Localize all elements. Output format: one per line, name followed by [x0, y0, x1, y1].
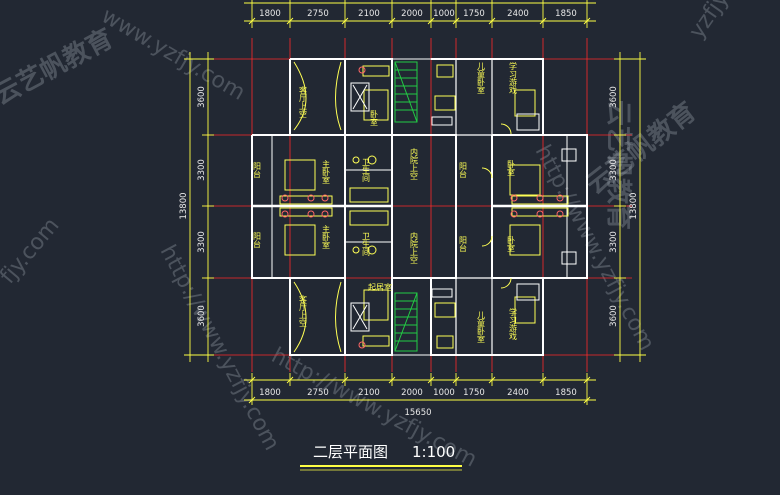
dim-right-3: 3300 [609, 231, 619, 253]
walls [251, 58, 588, 356]
dim-right-2: 3300 [609, 159, 619, 181]
label-balcony-left-bottom: 阳台 [253, 232, 262, 249]
watermark-url-1: www.yzfjy.com [97, 4, 249, 106]
dimension-texts-right: 3600 3300 3300 3600 13800 [609, 86, 639, 327]
drawing-title: 二层平面图 1:100 [300, 443, 462, 471]
furniture-white [350, 82, 577, 332]
dim-top-1: 1800 [259, 9, 281, 19]
label-courtyard-void-top: 内院上空 [410, 147, 419, 180]
label-master-bedroom-top: 主卧室 [322, 159, 331, 184]
dim-bottom-5: 1000 [433, 388, 455, 398]
dim-top-8: 1850 [555, 9, 577, 19]
dim-top-7: 2400 [507, 9, 529, 19]
dimension-texts-bottom: 1800 2750 2100 2000 1000 1750 2400 1850 … [259, 388, 577, 418]
watermark-url-4: yzfjy.com [684, 0, 763, 43]
label-study-bottom: 学习游戏 [509, 307, 518, 341]
dimension-texts-left: 3600 3300 3300 3600 13800 [179, 86, 207, 327]
dim-top-4: 2000 [401, 9, 423, 19]
label-balcony-right-top: 阳台 [459, 162, 468, 179]
dim-bottom-3: 2100 [358, 388, 380, 398]
watermark-url-5: fjy.com [0, 213, 65, 289]
label-bath-top: 卫生间 [362, 158, 371, 183]
dim-bottom-2: 2750 [307, 388, 329, 398]
dim-bottom-4: 2000 [401, 388, 423, 398]
label-bedroom-right-top: 卧室 [507, 160, 516, 176]
watermark-brand-2: 云艺帆教育 [580, 96, 702, 200]
label-child-bedroom-top: 儿童卧室 [477, 62, 486, 94]
dim-bottom-7: 2400 [507, 388, 529, 398]
dim-left-2: 3300 [197, 159, 207, 181]
dim-right-total: 13800 [629, 192, 639, 219]
watermark-url-2: http://www.yzfjy.com [155, 241, 284, 455]
fixtures [279, 61, 569, 353]
dim-bottom-1: 1800 [259, 388, 281, 398]
column-markers [281, 66, 564, 349]
label-living-void-top: 客厅上空 [299, 85, 308, 118]
dim-bottom-8: 1850 [555, 388, 577, 398]
dim-left-total: 13800 [179, 192, 189, 219]
label-balcony-right-bottom: 阳台 [459, 236, 468, 253]
stairs [394, 61, 418, 352]
dim-left-1: 3600 [197, 86, 207, 108]
room-labels: 客厅上空 卧室 儿童卧室 学习游戏 阳台 主卧室 卫生间 内院上空 阳台 卧室 … [253, 61, 518, 343]
label-balcony-left-top: 阳台 [253, 162, 262, 179]
dim-right-4: 3600 [609, 305, 619, 327]
title-text: 二层平面图 [313, 443, 388, 461]
label-courtyard-void-bottom: 内院上空 [410, 231, 419, 264]
dim-top-3: 2100 [358, 9, 380, 19]
dim-left-4: 3600 [197, 305, 207, 327]
label-bath-bottom: 卫生间 [362, 232, 371, 257]
label-living-void-bottom: 客厅上空 [299, 294, 308, 327]
label-study-top: 学习游戏 [509, 61, 518, 95]
dim-top-5: 1000 [433, 9, 455, 19]
label-child-bedroom-bottom: 儿童卧室 [477, 311, 486, 343]
label-bedroom-top-left: 卧室 [370, 110, 379, 126]
dim-left-3: 3300 [197, 231, 207, 253]
watermark-brand-1: 云艺帆教育 [0, 23, 118, 111]
dim-top-6: 1750 [463, 9, 485, 19]
dim-bottom-6: 1750 [463, 388, 485, 398]
dim-top-2: 2750 [307, 9, 329, 19]
dimension-texts-top: 1800 2750 2100 2000 1000 1750 2400 1850 [259, 9, 577, 19]
dim-right-1: 3600 [609, 86, 619, 108]
title-scale: 1:100 [412, 443, 455, 461]
label-master-bedroom-bottom: 主卧室 [322, 224, 331, 249]
dim-bottom-total: 15650 [404, 408, 431, 418]
watermark-brand-3: 云艺帆教育 [603, 100, 634, 230]
dimension-lines [184, 0, 646, 405]
watermark-layer: www.yzfjy.com http://www.yzfjy.com http:… [0, 0, 764, 473]
label-bedroom-right-bottom: 卧室 [507, 236, 516, 252]
label-bedroom-bottom-left: 起居室 [368, 282, 392, 292]
